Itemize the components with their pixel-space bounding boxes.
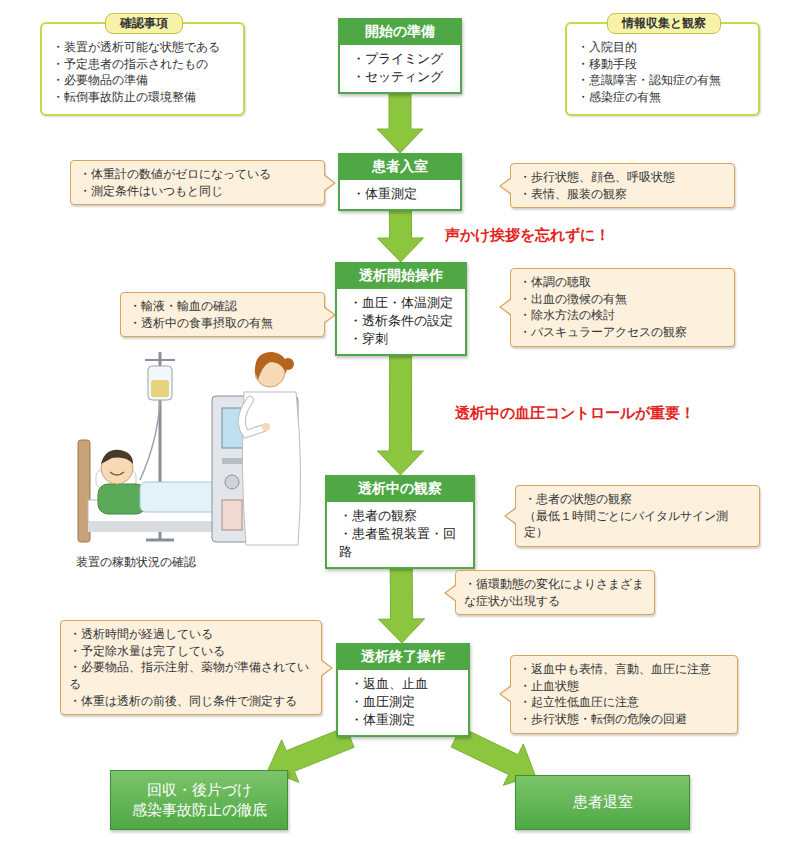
list-item: ・出血の徴候の有無: [519, 291, 726, 308]
box-heading: 透析中の観察: [327, 477, 473, 502]
list-item: ・測定条件はいつもと同じ: [79, 183, 316, 200]
list-item: ・返血、止血: [350, 675, 460, 693]
list-item: ・感染症の有無: [577, 89, 750, 106]
box-label: 回収・後片づけ: [147, 780, 252, 800]
callout-box: ・輸液・輸血の確認・透析中の食事摂取の有無: [120, 292, 325, 337]
flow-arrow: [377, 94, 423, 153]
list-item: ・必要物品の準備: [52, 72, 235, 89]
box-body: ・体重測定: [340, 180, 460, 209]
callout-box: ・透析時間が経過している・予定除水量は完了している・必要物品、指示注射、薬物が準…: [60, 620, 322, 715]
callout-box: ・体調の聴取・出血の徴候の有無・除水方法の検討・バスキュラーアクセスの観察: [510, 268, 735, 347]
list-item: （最低１時間ごとにバイタルサイン測定）: [524, 508, 751, 541]
box-heading: 患者入室: [340, 155, 460, 180]
emphasis-note: 透析中の血圧コントロールが重要！: [455, 404, 695, 423]
list-item: ・止血状態: [519, 678, 729, 695]
process-box: 透析開始操作・血圧・体温測定・透析条件の設定・穿刺: [335, 262, 467, 356]
callout-box: ・歩行状態、顔色、呼吸状態・表情、服装の観察: [510, 163, 735, 208]
list-item: ・体重は透析の前後、同じ条件で測定する: [69, 693, 313, 710]
box-heading: 開始の準備: [340, 20, 460, 45]
list-item: ・透析条件の設定: [349, 312, 457, 330]
list-item: ・バスキュラーアクセスの観察: [519, 324, 726, 341]
box-body: ・血圧・体温測定・透析条件の設定・穿刺: [337, 289, 465, 355]
flow-arrow: [379, 569, 425, 643]
callout-box: ・循環動態の変化によりさまざまな症状が出現する: [455, 570, 655, 615]
list-item: ・体重測定: [352, 185, 452, 203]
terminal-box: 患者退室: [515, 775, 690, 830]
nurse: [242, 352, 301, 545]
list-item: ・入院目的: [577, 39, 750, 56]
list-item: ・穿刺: [349, 330, 457, 348]
callout-box: ・患者の状態の観察（最低１時間ごとにバイタルサイン測定）: [515, 485, 760, 547]
list-item: ・患者の状態の観察: [524, 491, 751, 508]
process-box: 透析終了操作・返血、止血・血圧測定・体重測定: [336, 643, 470, 737]
checklist-box: 確認事項・装置が透析可能な状態である・予定患者の指示されたもの・必要物品の準備・…: [40, 22, 245, 116]
list-item: ・プライミング: [352, 50, 452, 68]
list-item: ・血圧・体温測定: [349, 294, 457, 312]
list-item: ・起立性低血圧に注意: [519, 694, 729, 711]
box-heading: 情報収集と観察: [607, 13, 721, 34]
list-item: ・返血中も表情、言動、血圧に注意: [519, 661, 729, 678]
callout-box: ・体重計の数値がゼロになっている・測定条件はいつもと同じ: [70, 160, 325, 205]
list-item: ・患者監視装置・回路: [339, 525, 465, 561]
list-item: ・循環動態の変化によりさまざまな症状が出現する: [464, 576, 646, 609]
list-item: ・体重測定: [350, 711, 460, 729]
checklist-box: 情報収集と観察・入院目的・移動手段・意識障害・認知症の有無・感染症の有無: [565, 22, 760, 116]
list-item: ・体調の聴取: [519, 274, 726, 291]
box-body: ・返血、止血・血圧測定・体重測定: [338, 670, 468, 736]
box-heading: 透析終了操作: [338, 645, 468, 670]
list-item: ・患者の観察: [339, 507, 465, 525]
list-item: ・歩行状態・転倒の危険の回避: [519, 711, 729, 728]
box-heading: 確認事項: [105, 13, 183, 34]
flow-arrow: [377, 356, 423, 475]
box-body: ・プライミング・セッティング: [340, 45, 460, 92]
list-item: ・予定患者の指示されたもの: [52, 56, 235, 73]
list-item: ・転倒事故防止の環境整備: [52, 89, 235, 106]
flow-arrow: [378, 211, 424, 262]
list-item: ・除水方法の検討: [519, 307, 726, 324]
box-heading: 透析開始操作: [337, 264, 465, 289]
list-item: ・予定除水量は完了している: [69, 643, 313, 660]
terminal-box: 回収・後片づけ感染事故防止の徹底: [110, 770, 288, 830]
list-item: ・移動手段: [577, 56, 750, 73]
box-body: ・患者の観察・患者監視装置・回路: [327, 502, 473, 568]
process-box: 患者入室・体重測定: [338, 153, 462, 211]
list-item: ・透析中の食事摂取の有無: [129, 315, 316, 332]
box-label: 患者退室: [573, 792, 633, 812]
list-item: ・体重計の数値がゼロになっている: [79, 166, 316, 183]
list-item: ・輸液・輸血の確認: [129, 298, 316, 315]
emphasis-note: 声かけ挨拶を忘れずに！: [445, 226, 610, 245]
list-item: ・意識障害・認知症の有無: [577, 72, 750, 89]
list-item: ・血圧測定: [350, 693, 460, 711]
figure-caption: 装置の稼動状況の確認: [76, 554, 196, 571]
list-item: ・透析時間が経過している: [69, 626, 313, 643]
list-item: ・歩行状態、顔色、呼吸状態: [519, 169, 726, 186]
callout-box: ・返血中も表情、言動、血圧に注意・止血状態・起立性低血圧に注意・歩行状態・転倒の…: [510, 655, 738, 734]
list-item: ・装置が透析可能な状態である: [52, 39, 235, 56]
list-item: ・表情、服装の観察: [519, 186, 726, 203]
list-item: ・セッティング: [352, 68, 452, 86]
process-box: 開始の準備・プライミング・セッティング: [338, 18, 462, 94]
list-item: ・必要物品、指示注射、薬物が準備されている: [69, 659, 313, 692]
process-box: 透析中の観察・患者の観察・患者監視装置・回路: [325, 475, 475, 569]
box-label: 感染事故防止の徹底: [132, 800, 267, 820]
